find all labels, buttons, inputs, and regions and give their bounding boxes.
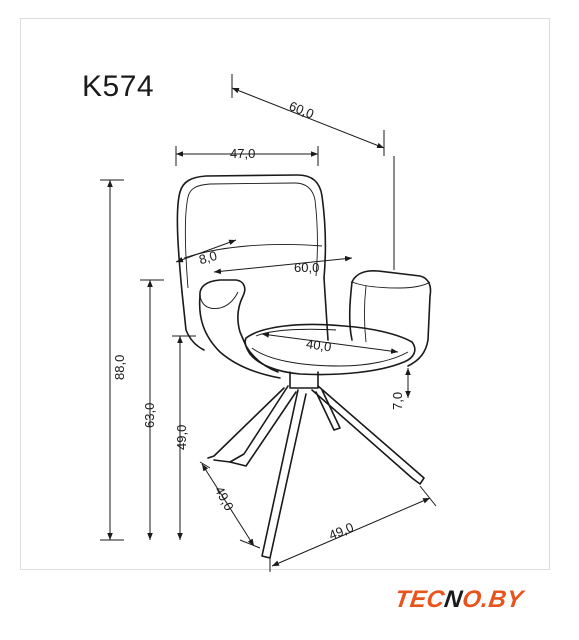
- dim-armrest-height-above-seat: 7,0: [390, 392, 405, 410]
- brand-logo: TECNO.BY: [393, 586, 525, 614]
- chair-outline: [176, 174, 432, 559]
- model-code: K574: [82, 70, 155, 103]
- brand-logo-left: TEC: [393, 586, 447, 613]
- dim-armrest-width: 8,0: [197, 248, 219, 267]
- dim-base-width: 49,0: [327, 519, 356, 542]
- drawing-frame: [20, 18, 550, 570]
- brand-logo-right: O.BY: [460, 586, 525, 613]
- dim-total-height: 88,0: [112, 355, 127, 380]
- dim-seat-height: 49,0: [174, 425, 189, 450]
- dim-armrest-height: 63,0: [142, 403, 157, 428]
- dim-seat-width: 60,0: [294, 260, 319, 275]
- dim-back-width: 47,0: [230, 146, 255, 161]
- dimension-lines: [100, 74, 437, 572]
- dim-base-depth: 49,0: [212, 484, 237, 513]
- dim-depth-total: 60,0: [287, 98, 316, 121]
- dim-seat-depth: 40,0: [305, 336, 332, 354]
